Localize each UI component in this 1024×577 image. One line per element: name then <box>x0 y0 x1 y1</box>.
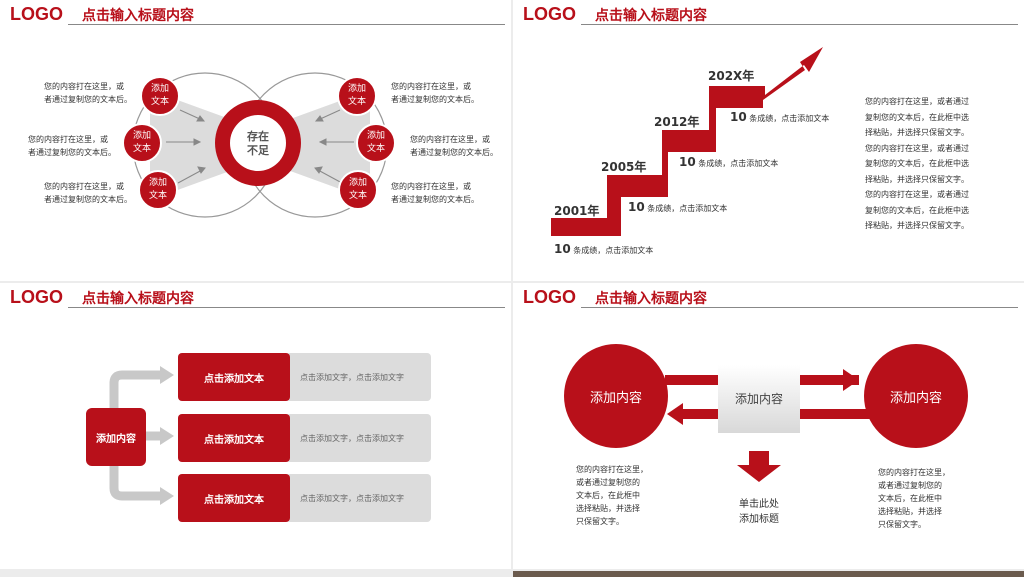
staircase-arrow <box>551 47 823 236</box>
slide-title[interactable]: 点击输入标题内容 <box>595 291 707 307</box>
slide-title[interactable]: 点击输入标题内容 <box>595 8 707 24</box>
venn-diagram <box>122 72 396 218</box>
year-202x[interactable]: 202X年 <box>708 69 755 83</box>
desc-block[interactable]: 您的内容打在这里，或者通过 复制您的文本后，在此框中选 择粘贴，并选择只保留文字… <box>865 97 969 230</box>
desc-right[interactable]: 您的内容打在这里， 或者通过复制您的 文本后，在此框中 选择粘贴，并选择 只保留… <box>878 468 950 529</box>
achievement-3[interactable]: 10 条成绩，点击添加文本 <box>679 155 779 169</box>
row-1-label[interactable]: 点击添加文本 <box>178 353 290 401</box>
title-divider <box>581 307 1018 308</box>
center-label[interactable]: 存在 不足 <box>234 130 282 158</box>
center-label-line2: 不足 <box>247 144 269 157</box>
row-2-label[interactable]: 点击添加文本 <box>178 414 290 462</box>
title-divider <box>68 24 505 25</box>
exchange-diagram <box>564 344 968 482</box>
left-circle-label[interactable]: 添加内容 <box>589 391 642 406</box>
desc-right-3[interactable]: 您的内容打在这里，或者通过复制您的文本后。 <box>391 182 479 204</box>
year-2012[interactable]: 2012年 <box>654 115 700 129</box>
circle-label-3[interactable]: 添加文本 <box>148 178 167 201</box>
circle-label-6[interactable]: 添加文本 <box>348 178 367 201</box>
desc-left-3[interactable]: 您的内容打在这里，或者通过复制您的文本后。 <box>44 182 132 204</box>
slide-4[interactable]: LOGO 点击输入标题内容 添加内容 添加内容 添加内容 单击此处 添加标题 您… <box>513 283 1024 569</box>
desc-left-1[interactable]: 您的内容打在这里，或者通过复制您的文本后。 <box>44 82 132 104</box>
slide-2[interactable]: LOGO 点击输入标题内容 2001年 2005年 2012年 202X年 10… <box>513 0 1024 281</box>
desc-left[interactable]: 您的内容打在这里， 或者通过复制您的 文本后，在此框中 选择粘贴，并选择 只保留… <box>576 465 648 526</box>
slide-3[interactable]: LOGO 点击输入标题内容 添加内容 点击添加文字，点击添加文字 点击添加文本 … <box>0 283 511 569</box>
logo: LOGO <box>523 4 576 24</box>
achievement-2[interactable]: 10 条成绩，点击添加文本 <box>628 200 728 214</box>
achievement-1[interactable]: 10 条成绩，点击添加文本 <box>554 242 654 256</box>
desc-right-1[interactable]: 您的内容打在这里，或者通过复制您的文本后。 <box>391 82 479 104</box>
slide-title[interactable]: 点击输入标题内容 <box>82 8 194 24</box>
row-3-text[interactable]: 点击添加文字，点击添加文字 <box>286 474 431 522</box>
row-2-text[interactable]: 点击添加文字，点击添加文字 <box>286 414 431 462</box>
middle-box-label[interactable]: 添加内容 <box>734 392 783 406</box>
title-divider <box>581 24 1018 25</box>
logo: LOGO <box>10 4 63 24</box>
desc-right-2[interactable]: 您的内容打在这里，或者通过复制您的文本后。 <box>410 135 498 157</box>
source-box[interactable]: 添加内容 <box>86 408 146 466</box>
logo: LOGO <box>523 287 576 307</box>
circle-label-2[interactable]: 添加文本 <box>132 131 151 154</box>
year-2005[interactable]: 2005年 <box>601 160 647 174</box>
next-slide-strip <box>513 571 1024 577</box>
desc-left-2[interactable]: 您的内容打在这里，或者通过复制您的文本后。 <box>28 135 116 157</box>
logo: LOGO <box>10 287 63 307</box>
circle-label-4[interactable]: 添加文本 <box>347 84 366 107</box>
right-circle-label[interactable]: 添加内容 <box>889 391 942 406</box>
year-2001[interactable]: 2001年 <box>554 204 600 218</box>
slide-title[interactable]: 点击输入标题内容 <box>82 291 194 307</box>
achievement-4[interactable]: 10 条成绩，点击添加文本 <box>730 110 830 124</box>
bottom-title[interactable]: 单击此处 添加标题 <box>739 499 779 525</box>
circle-label-1[interactable]: 添加文本 <box>150 84 169 107</box>
row-1-text[interactable]: 点击添加文字，点击添加文字 <box>286 353 431 401</box>
center-label-line1: 存在 <box>247 130 269 143</box>
circle-label-5[interactable]: 添加文本 <box>366 131 385 154</box>
row-3-label[interactable]: 点击添加文本 <box>178 474 290 522</box>
title-divider <box>68 307 505 308</box>
slide-1[interactable]: LOGO 点击输入标题内容 存在 不足 添加文本 添加文本 添加文本 添加文本 … <box>0 0 511 281</box>
